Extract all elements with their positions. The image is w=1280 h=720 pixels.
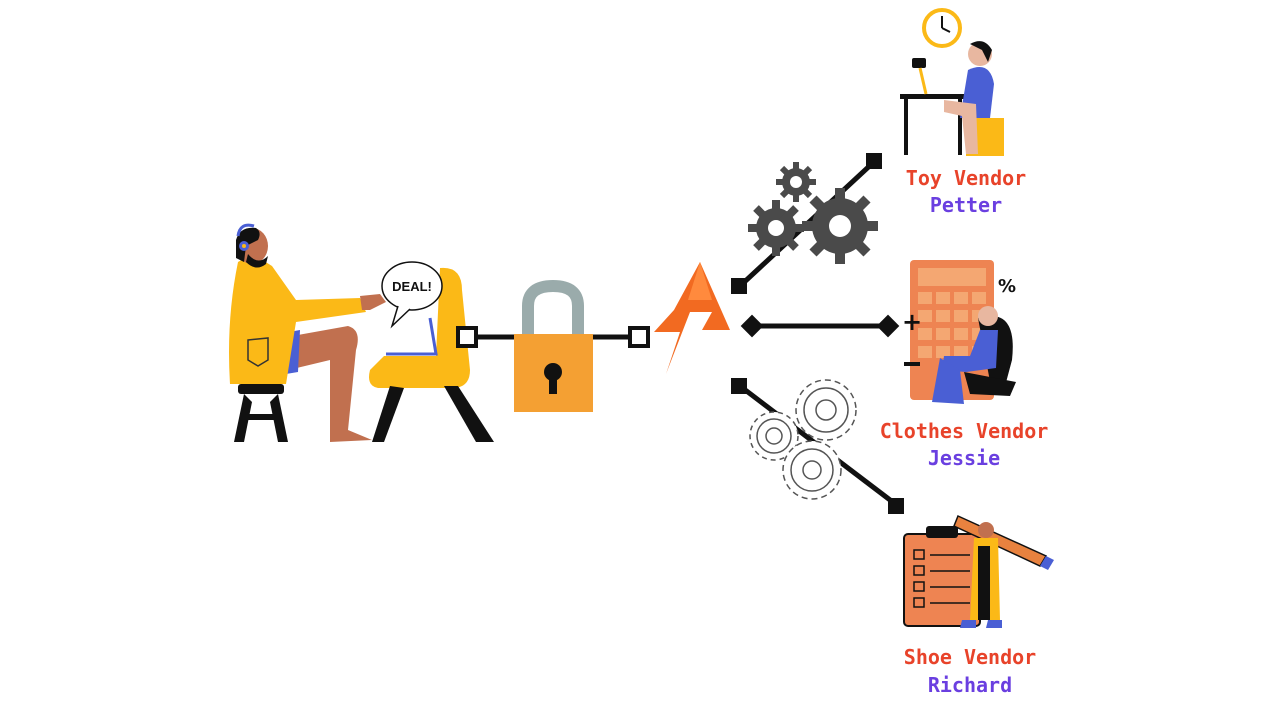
toy-vendor-title: Toy Vendor — [905, 166, 1027, 190]
toy-vendor-illustration — [900, 8, 1004, 156]
clothes-vendor-name: Jessie — [927, 446, 1001, 470]
speech-bubble: DEAL! — [381, 261, 443, 329]
lightning-a-logo — [654, 262, 730, 374]
svg-text:%: % — [998, 276, 1016, 297]
shoe-vendor-illustration — [903, 514, 1054, 628]
speech-bubble-text: DEAL! — [392, 279, 432, 294]
lock-connector — [456, 326, 650, 348]
shoe-vendor-name: Richard — [927, 673, 1013, 697]
clothes-vendor-title: Clothes Vendor — [879, 419, 1049, 443]
padlock-icon — [514, 279, 593, 412]
chair-illustration — [369, 267, 494, 442]
svg-text:+: + — [902, 308, 922, 336]
toy-vendor-name: Petter — [929, 193, 1003, 217]
shoe-vendor-title: Shoe Vendor — [903, 645, 1037, 669]
clothes-vendor-illustration: % + — [902, 260, 1016, 404]
dark-gears-icon — [748, 162, 878, 264]
outline-gears-icon — [749, 379, 857, 500]
customer-illustration — [229, 223, 386, 442]
